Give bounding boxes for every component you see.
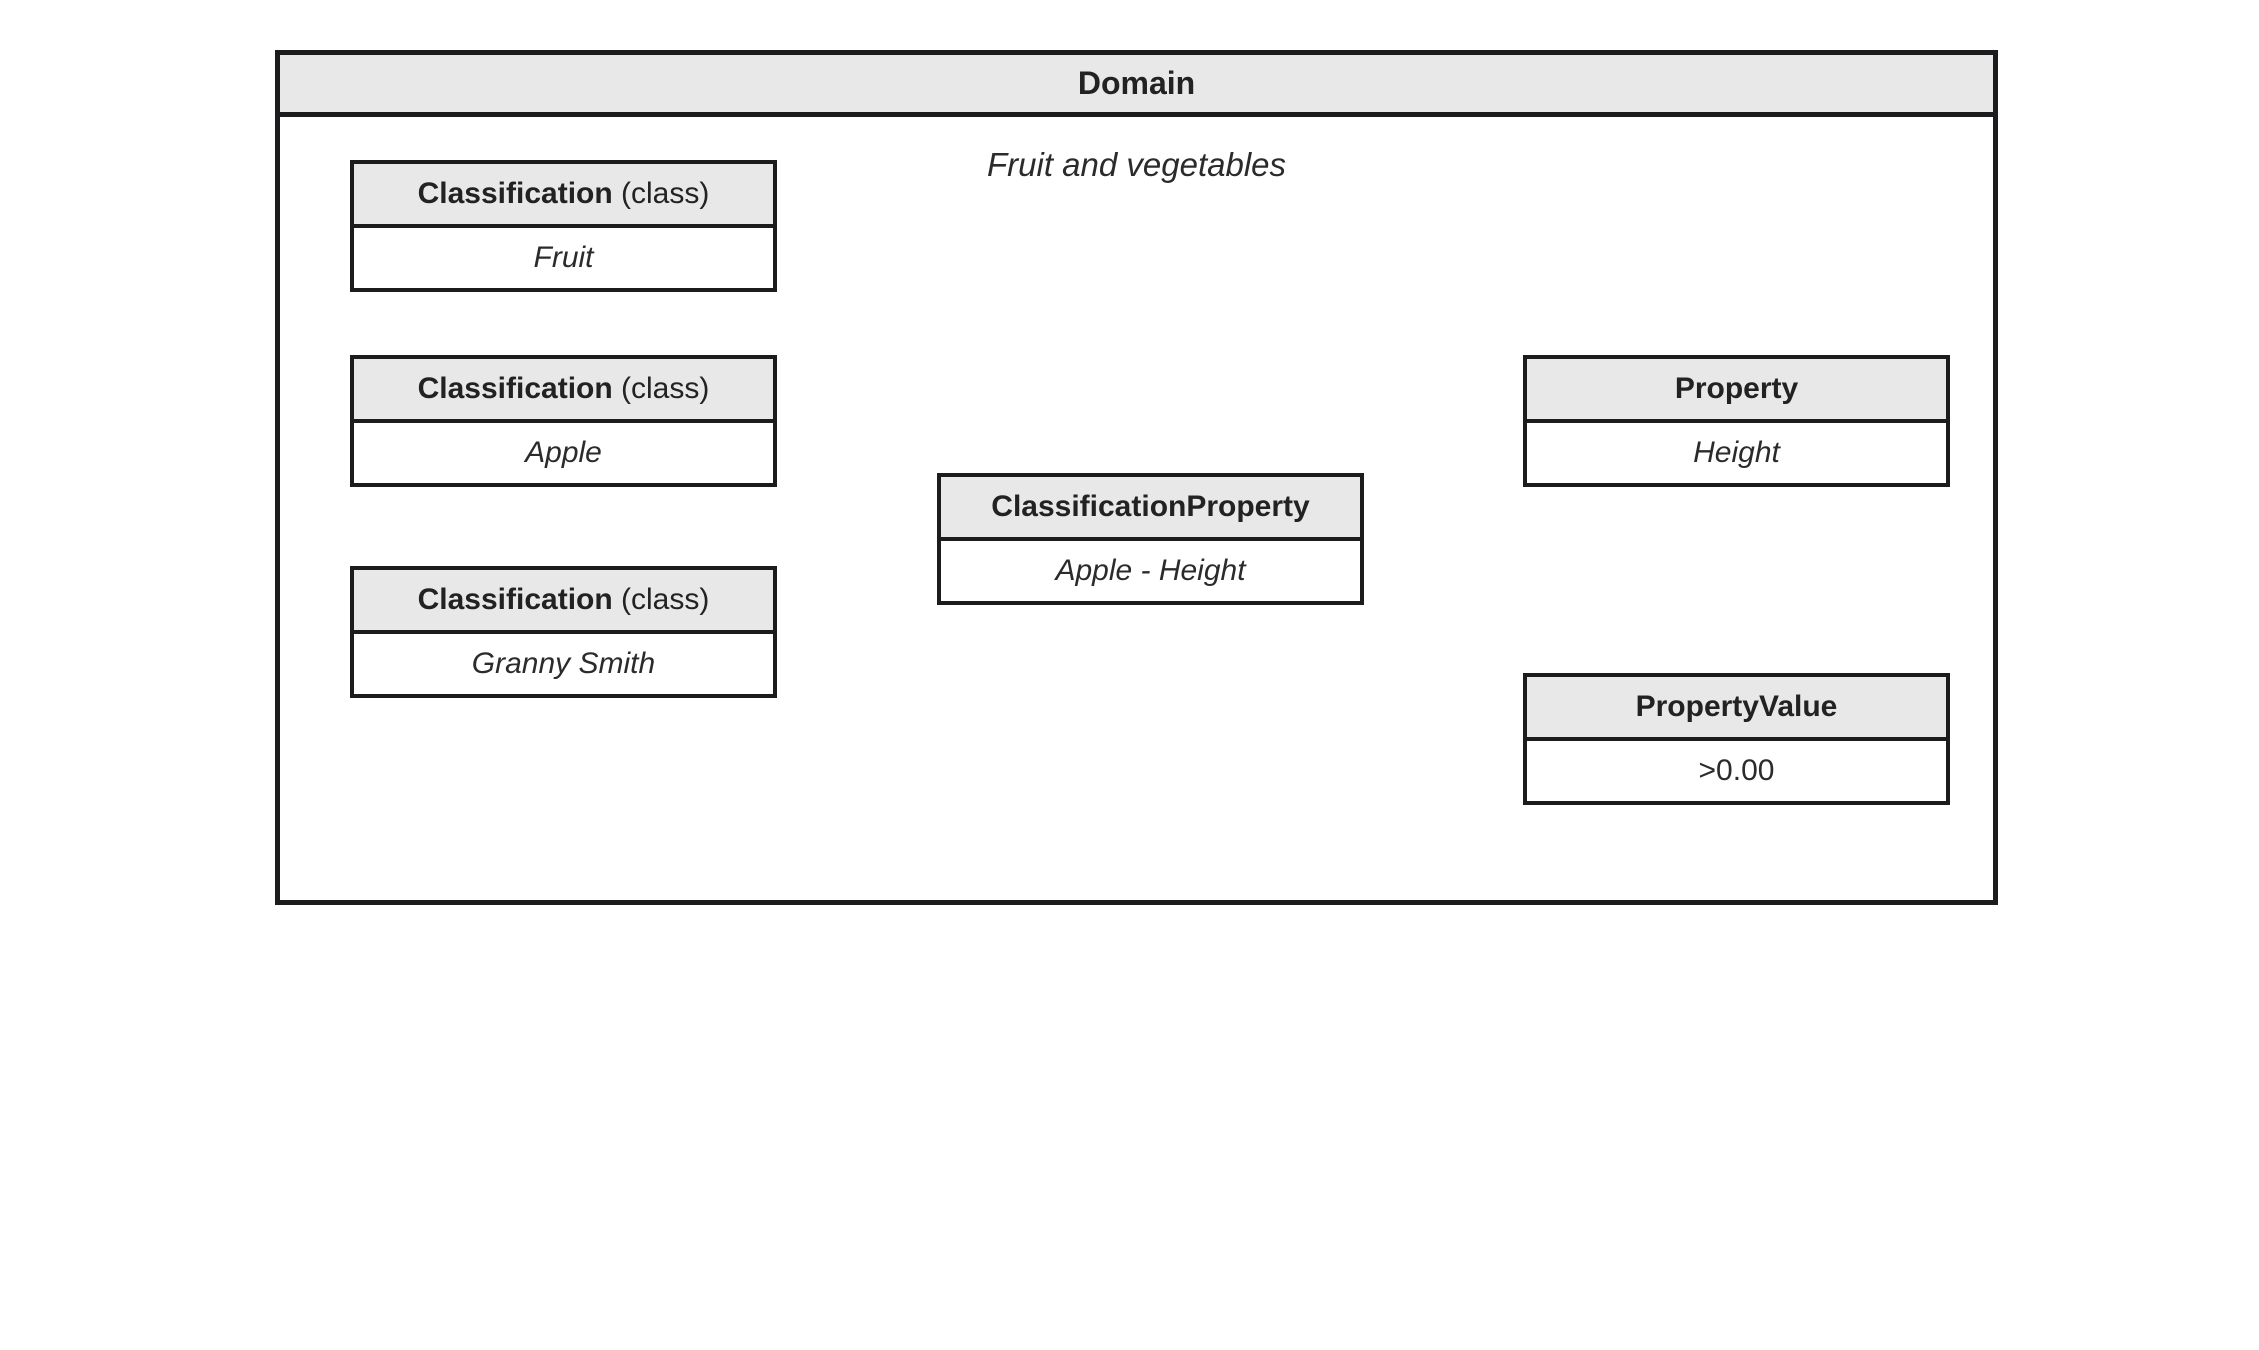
node-classification-granny-smith: Classification (class) Granny Smith [350,566,777,698]
domain-title: Domain [280,55,1993,117]
node-classification-apple: Classification (class) Apple [350,355,777,487]
node-header-type: ClassificationProperty [991,490,1310,523]
node-header-type: PropertyValue [1635,690,1838,723]
node-header-type: Property [1674,372,1799,405]
node-value: Height [1693,436,1780,469]
node-header: Property [1527,359,1946,423]
node-value: Apple - Height [1055,554,1246,587]
domain-subtitle: Fruit and vegetables [986,146,1286,183]
node-header-stereotype: (class) [612,583,710,616]
node-header: Classification (class) [354,164,773,228]
node-header-type: Classification [417,583,613,616]
node-value: >0.00 [1698,754,1775,787]
node-classification-fruit: Classification (class) Fruit [350,160,777,292]
node-value: Fruit [533,241,594,274]
node-property-value: PropertyValue >0.00 [1523,673,1950,805]
node-header-stereotype: (class) [612,177,710,210]
node-header: Classification (class) [354,359,773,423]
node-classification-property: ClassificationProperty Apple - Height [937,473,1364,605]
node-header-type: Classification [417,177,613,210]
node-header: ClassificationProperty [941,477,1360,541]
node-header: PropertyValue [1527,677,1946,741]
node-property: Property Height [1523,355,1950,487]
node-header-type: Classification [417,372,613,405]
node-value: Apple [525,436,602,469]
node-header-stereotype: (class) [612,372,710,405]
node-header: Classification (class) [354,570,773,634]
node-value: Granny Smith [471,647,656,680]
